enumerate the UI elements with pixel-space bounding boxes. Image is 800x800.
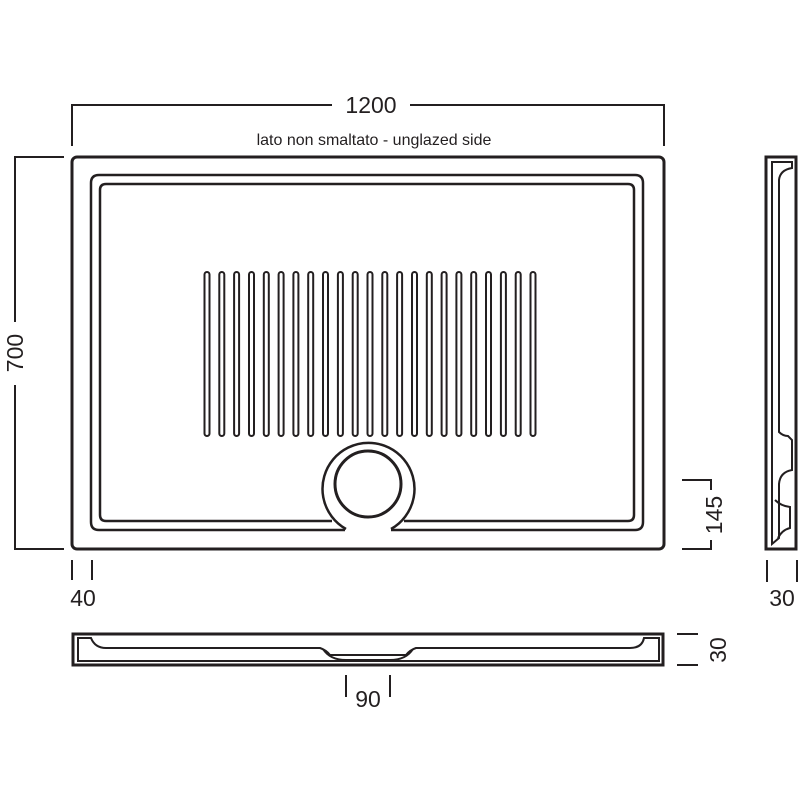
- drain-slot: [292, 271, 300, 437]
- tray-plan-view: [70, 155, 666, 551]
- drain-slot: [366, 271, 374, 437]
- drain-slot: [277, 271, 285, 437]
- width-dimension: 1200: [71, 92, 665, 146]
- side-section-outer: [764, 155, 798, 551]
- front-depth-label: 30: [705, 637, 731, 663]
- drain-slot: [440, 271, 448, 437]
- drain-slot: [381, 271, 389, 437]
- drain-slot: [218, 271, 226, 437]
- height-dimension: 700: [2, 156, 64, 550]
- drain-slot: [499, 271, 507, 437]
- drain-slot: [351, 271, 359, 437]
- drain-slot: [514, 271, 522, 437]
- side-section-lip: [774, 499, 791, 539]
- tray-rim-inner: [98, 182, 636, 523]
- front-section-drain-recess: [322, 648, 414, 661]
- drain-slot: [307, 271, 315, 437]
- height-label: 700: [2, 334, 28, 372]
- front-section-inner: [77, 637, 660, 662]
- drain-slot: [203, 271, 211, 437]
- rim-dimension: 40: [70, 560, 96, 611]
- drain-slot: [425, 271, 433, 437]
- drain-width-label: 90: [355, 686, 381, 712]
- rim-label: 40: [70, 585, 96, 611]
- drain-slot: [470, 271, 478, 437]
- front-section-outer: [71, 632, 665, 667]
- drain-slot: [455, 271, 463, 437]
- offset-label: 145: [701, 496, 727, 534]
- unglazed-side-note: lato non smaltato - unglazed side: [257, 132, 492, 149]
- side-section-view: [764, 155, 798, 551]
- drain-surround: [321, 441, 416, 531]
- drain-slot: [336, 271, 344, 437]
- front-depth-dimension: 30: [677, 633, 731, 666]
- side-depth-label: 30: [769, 585, 795, 611]
- width-label: 1200: [345, 92, 396, 118]
- drain-offset-dimension: 145: [682, 479, 727, 550]
- tray-outer-edge: [70, 155, 666, 551]
- side-depth-dimension: 30: [766, 560, 798, 611]
- drain-slot: [233, 271, 241, 437]
- drain-slot: [485, 271, 492, 437]
- drain-slot: [262, 271, 270, 437]
- drain-slot: [529, 271, 537, 437]
- drain-slot: [411, 271, 418, 437]
- front-section-view: [71, 632, 665, 667]
- side-section-inner: [771, 161, 793, 547]
- tray-rim-outer: [89, 173, 645, 532]
- drain-outlet: [333, 449, 403, 519]
- drain-slot: [322, 271, 329, 437]
- drain-slot: [396, 271, 404, 437]
- drain-slot: [248, 271, 255, 437]
- drain-slots: [203, 271, 537, 437]
- drain-width-dimension: 90: [345, 675, 391, 712]
